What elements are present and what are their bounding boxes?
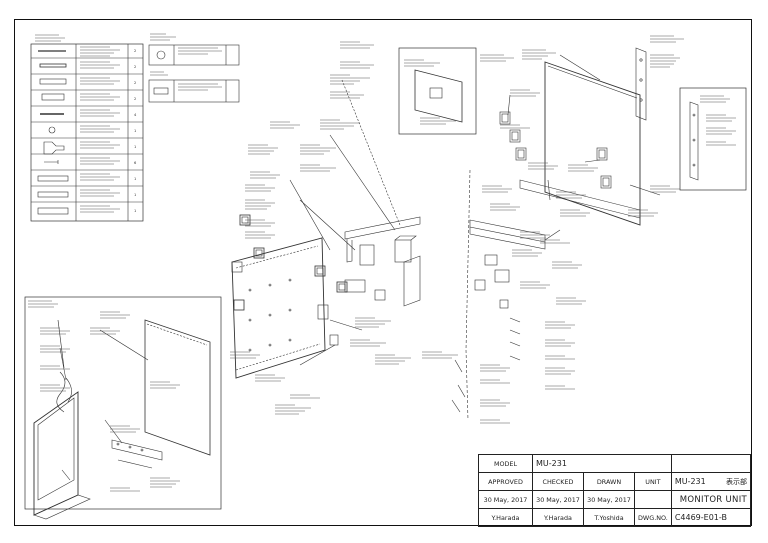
approved-by: Y.Harada	[478, 508, 533, 527]
approved-label: APPROVED	[478, 472, 533, 491]
part-callout-labels	[28, 33, 736, 492]
dwg-number: C4469-E01-B	[670, 508, 752, 527]
model-value: MU-231	[532, 454, 672, 473]
unit-cell: MU-231 表示部	[670, 472, 752, 491]
unit-value: MU-231	[674, 476, 706, 486]
approved-date: 30 May, 2017	[478, 490, 533, 509]
rear-cover-assembly	[451, 47, 747, 421]
checked-label: CHECKED	[532, 472, 584, 491]
svg-text:1: 1	[134, 145, 136, 149]
unit-kanji: 表示部	[726, 477, 747, 486]
svg-text:1: 1	[134, 209, 136, 213]
drawn-date: 30 May, 2017	[583, 490, 635, 509]
pcb-inset	[398, 47, 477, 135]
svg-text:6: 6	[134, 161, 137, 165]
svg-text:2: 2	[134, 65, 136, 69]
installation-material-table: 2 2 2 2 4 1 1 6 1 1 1	[30, 43, 144, 222]
svg-text:1: 1	[134, 129, 136, 133]
unit-name: MONITOR UNIT	[670, 490, 752, 509]
drawing-sheet	[14, 19, 752, 526]
drawn-label: DRAWN	[583, 472, 635, 491]
model-label: MODEL	[478, 454, 533, 473]
svg-text:1: 1	[134, 193, 136, 197]
checked-by: Y.Harada	[532, 508, 584, 527]
svg-text:4: 4	[134, 113, 137, 117]
title-block: MODEL MU-231 APPROVED CHECKED DRAWN UNIT…	[478, 454, 752, 527]
title-top-blank	[670, 454, 752, 473]
svg-text:1: 1	[134, 177, 136, 181]
checked-date: 30 May, 2017	[532, 490, 584, 509]
bezel-assembly-box	[24, 296, 222, 520]
unit-label: UNIT	[634, 472, 672, 491]
drawn-by: T.Yoshida	[583, 508, 635, 527]
svg-text:2: 2	[134, 97, 136, 101]
dwg-label: DWG.NO.	[634, 508, 672, 527]
center-chassis	[231, 79, 421, 379]
svg-text:2: 2	[134, 49, 136, 53]
svg-text:2: 2	[134, 81, 136, 85]
accessory-table	[148, 44, 240, 103]
